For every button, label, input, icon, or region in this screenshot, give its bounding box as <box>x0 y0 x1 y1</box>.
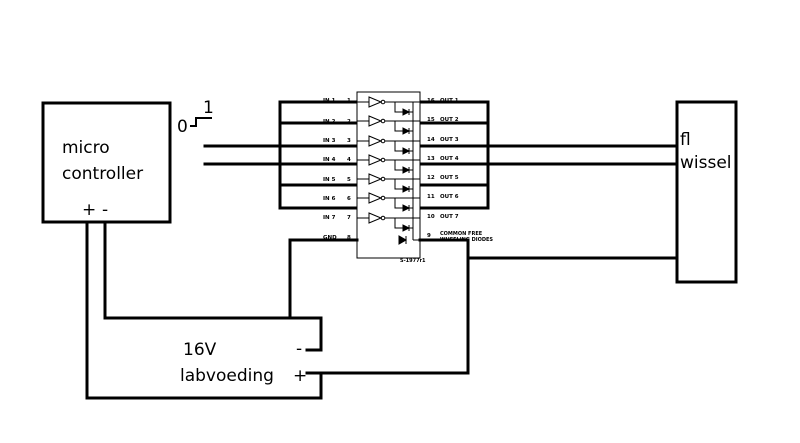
microcontroller-minus-terminal: - <box>102 200 108 220</box>
driver-stage <box>357 135 420 155</box>
signal-low-label: 0 <box>177 117 188 137</box>
turnout-box <box>675 100 738 284</box>
supply-voltage-label: 16V <box>183 340 217 360</box>
driver-stage <box>357 115 420 135</box>
microcontroller-label-line2: controller <box>62 164 143 184</box>
ic-input-label: IN 5 <box>323 177 336 183</box>
driver-stage <box>357 212 420 232</box>
signal-high-label: 1 <box>203 98 214 118</box>
ic-input-label: IN 4 <box>323 157 336 163</box>
ic-output-label: OUT 5 <box>440 175 459 181</box>
ic-input-label: IN 6 <box>323 196 336 202</box>
ic-output-label: OUT 4 <box>440 156 459 162</box>
ic-input-label: IN 2 <box>323 119 336 125</box>
driver-stage <box>357 96 420 116</box>
ic-pin-number: 5 <box>347 177 351 183</box>
ic-pin-number: 16 <box>427 98 435 104</box>
driver-stage <box>357 154 420 174</box>
ic-pin-number: 2 <box>347 119 351 125</box>
ic-pin-number: 14 <box>427 137 435 143</box>
ic-pin-number: 12 <box>427 175 435 181</box>
ic-pin-number: 11 <box>427 194 435 200</box>
ic-output-label: OUT 3 <box>440 137 459 143</box>
ic-pin-number: 10 <box>427 214 435 220</box>
ic-pin-number: 13 <box>427 156 435 162</box>
ic-common-label: COMMON FREE <box>440 231 483 237</box>
common-diode <box>398 235 408 245</box>
ic-output-label: OUT 1 <box>440 98 459 104</box>
ic-input-label: IN 3 <box>323 138 336 144</box>
turnout-label-line1: fl <box>680 130 691 150</box>
supply-minus-label: - <box>296 339 302 359</box>
ic-pin-number: 9 <box>427 233 431 239</box>
driver-ic: IN 1 IN 2 IN 3 IN 4 IN 5 IN 6 IN 7 GND 1… <box>323 91 493 264</box>
microcontroller-label-line1: micro <box>62 138 110 158</box>
ic-gnd-label: GND <box>323 235 337 241</box>
ic-pin-number: 15 <box>427 117 435 123</box>
driver-stage <box>357 173 420 193</box>
ic-part-code: S-1977r1 <box>400 258 426 264</box>
ic-pin-number: 1 <box>347 98 351 104</box>
ic-pin-number: 4 <box>347 157 351 163</box>
microcontroller-box <box>41 101 172 224</box>
supply-plus-label: + <box>293 366 307 386</box>
signal-step-symbol <box>190 117 212 127</box>
ic-output-label: OUT 7 <box>440 214 459 220</box>
ic-pin-number: 6 <box>347 196 351 202</box>
ic-driver-stages <box>357 96 420 245</box>
turnout-label-line2: wissel <box>680 153 732 173</box>
ic-input-label: IN 7 <box>323 215 336 221</box>
driver-stage <box>357 192 420 212</box>
ic-output-label: OUT 2 <box>440 117 459 123</box>
supply-name-label: labvoeding <box>180 366 274 386</box>
ic-output-label: OUT 6 <box>440 194 459 200</box>
ic-pin-number: 3 <box>347 138 351 144</box>
ic-pin-number: 7 <box>347 215 351 221</box>
ic-input-label: IN 1 <box>323 98 336 104</box>
output-bus <box>418 100 490 210</box>
ic-pin-number: 8 <box>347 235 351 241</box>
input-bus <box>278 100 359 210</box>
microcontroller-plus-terminal: + <box>82 200 96 220</box>
